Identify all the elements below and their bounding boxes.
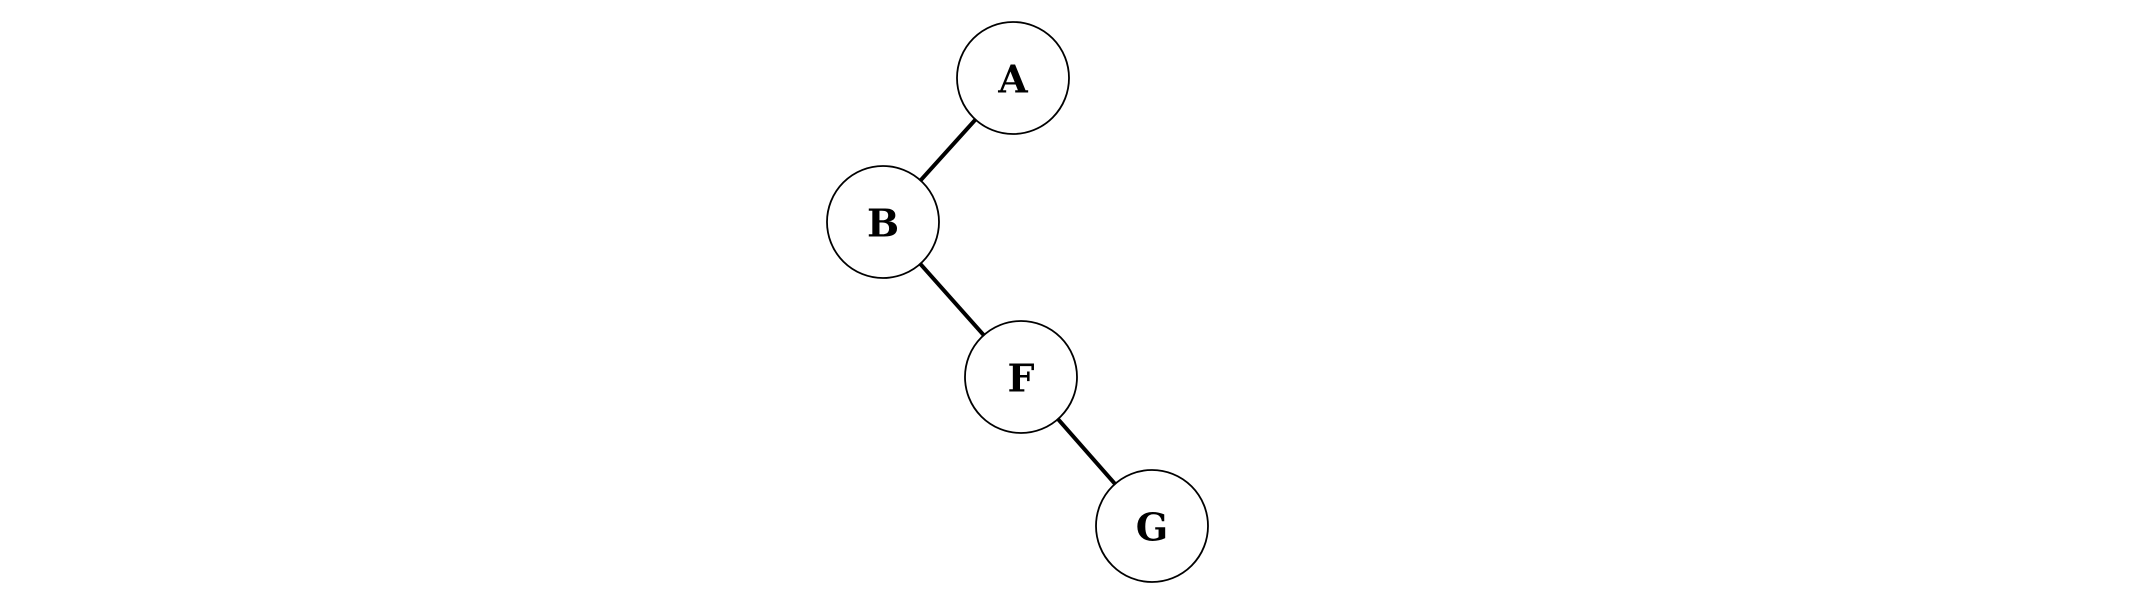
graph-node-g[interactable]: G <box>1095 469 1209 583</box>
edge-layer <box>918 118 1117 486</box>
graph-node-f[interactable]: F <box>964 320 1078 434</box>
graph-node-label-b: B <box>867 201 899 246</box>
graph-edge-f-g <box>1056 417 1117 486</box>
graph-edge-b-f <box>918 262 986 337</box>
graph-node-circle-a[interactable] <box>956 21 1070 135</box>
graph-node-label-f: F <box>1008 356 1035 401</box>
graph-edge-a-b <box>919 118 977 182</box>
graph-node-b[interactable]: B <box>826 165 940 279</box>
graph-node-a[interactable]: A <box>956 21 1070 135</box>
graph-node-circle-g[interactable] <box>1095 469 1209 583</box>
graph-node-circle-b[interactable] <box>826 165 940 279</box>
graph-node-label-g: G <box>1136 505 1168 550</box>
graph-node-label-a: A <box>997 57 1028 102</box>
graph-node-circle-f[interactable] <box>964 320 1078 434</box>
node-layer: A B F G <box>826 21 1209 583</box>
